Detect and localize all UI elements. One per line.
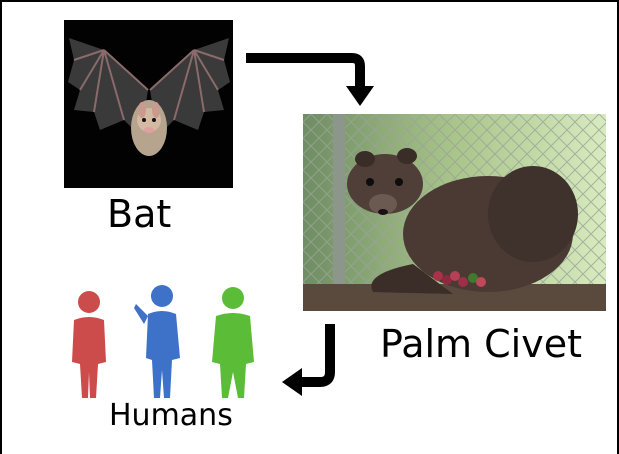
bat-photo [64,20,233,188]
arrow-bat-to-civet [242,48,382,114]
humans-label: Humans [109,398,233,433]
palm-civet-photo [303,114,606,311]
human-figure-blue [132,284,188,400]
arrow-civet-to-humans [280,320,350,398]
bat-label: Bat [107,192,171,236]
human-figure-red [68,290,110,400]
human-figure-green [208,286,258,400]
palm-civet-label: Palm Civet [380,322,582,366]
